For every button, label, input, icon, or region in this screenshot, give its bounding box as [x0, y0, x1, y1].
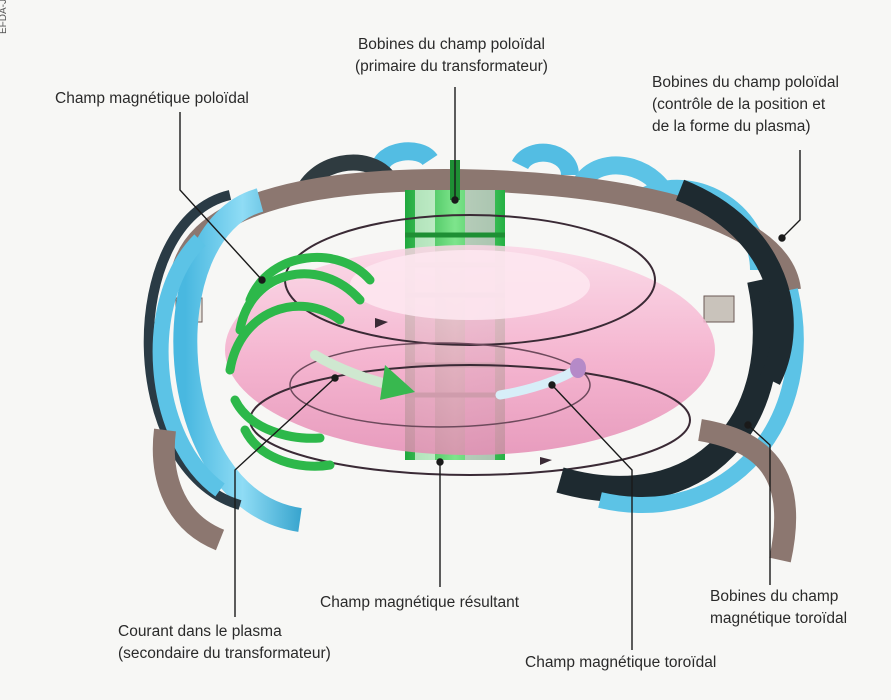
- label-poloidal-field: Champ magnétique poloïdal: [55, 88, 249, 110]
- label-toroidal-coils: Bobines du champ magnétique toroïdal: [710, 586, 847, 630]
- image-credit: EFDA-JET: [0, 0, 9, 34]
- label-plasma-current: Courant dans le plasma (secondaire du tr…: [118, 621, 331, 665]
- label-toroidal-field: Champ magnétique toroïdal: [525, 652, 716, 674]
- label-central-coil: Bobines du champ poloïdal (primaire du t…: [355, 34, 548, 78]
- label-resultant-field: Champ magnétique résultant: [320, 592, 519, 614]
- label-outer-poloidal-coils: Bobines du champ poloïdal (contrôle de l…: [652, 72, 839, 138]
